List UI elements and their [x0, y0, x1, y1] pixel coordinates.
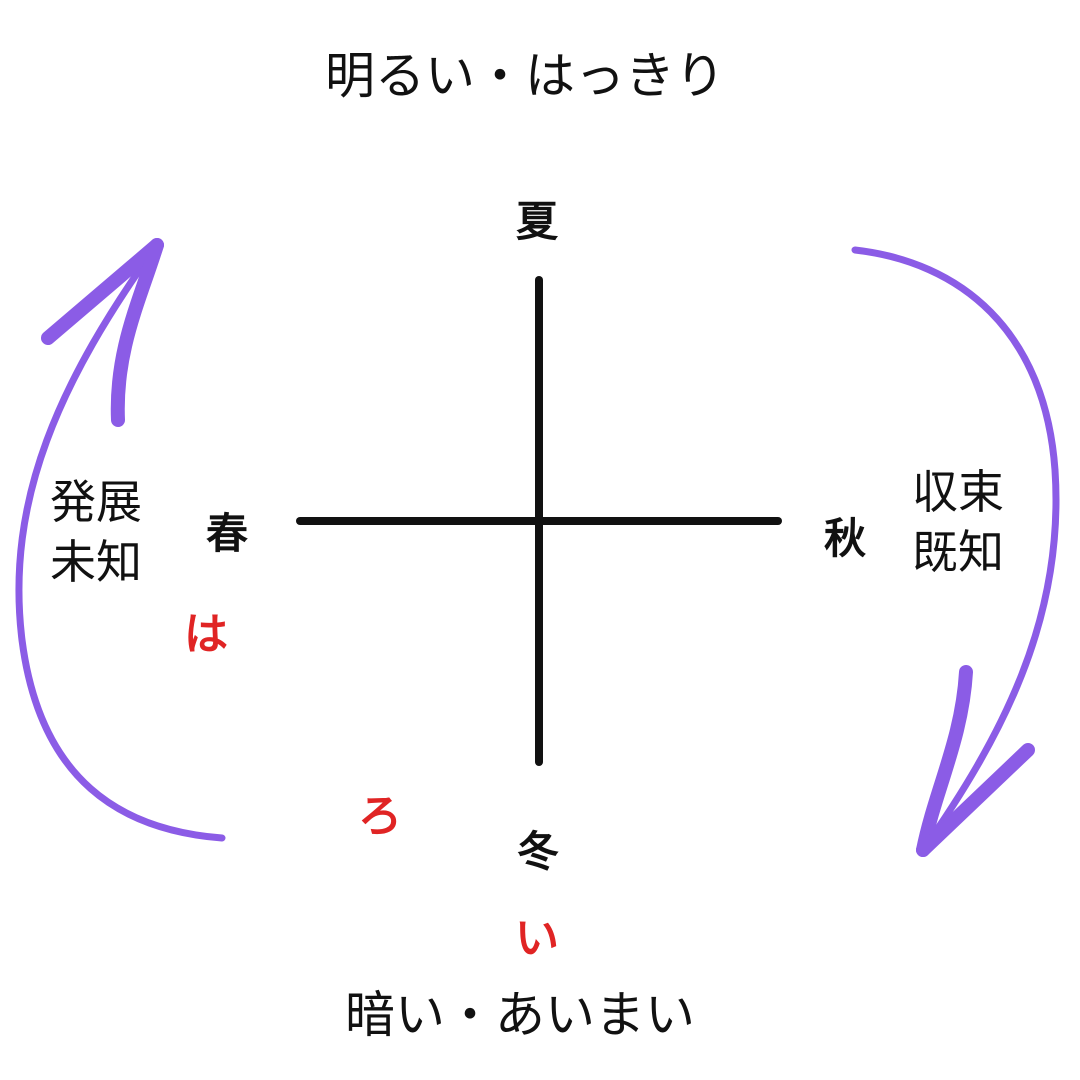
right-cycle-arrow: [851, 246, 1060, 857]
left-side-line2: 未知: [50, 535, 142, 589]
right-side-label: 収束 既知: [912, 462, 1004, 582]
left-side-label: 発展 未知: [50, 472, 142, 592]
season-summer: 夏: [516, 197, 559, 246]
marker-ha: は: [184, 609, 228, 660]
left-cycle-arrow: [15, 238, 226, 842]
marker-ro: ろ: [358, 791, 402, 842]
top-label: 明るい・はっきり: [325, 47, 725, 105]
season-autumn: 秋: [824, 514, 867, 563]
right-side-line1: 収束: [912, 465, 1004, 519]
left-side-line1: 発展: [50, 475, 142, 529]
season-winter: 冬: [517, 827, 560, 876]
right-side-line2: 既知: [912, 525, 1004, 579]
season-spring: 春: [206, 509, 249, 558]
marker-i: い: [515, 913, 559, 964]
bottom-label: 暗い・あいまい: [345, 986, 695, 1044]
